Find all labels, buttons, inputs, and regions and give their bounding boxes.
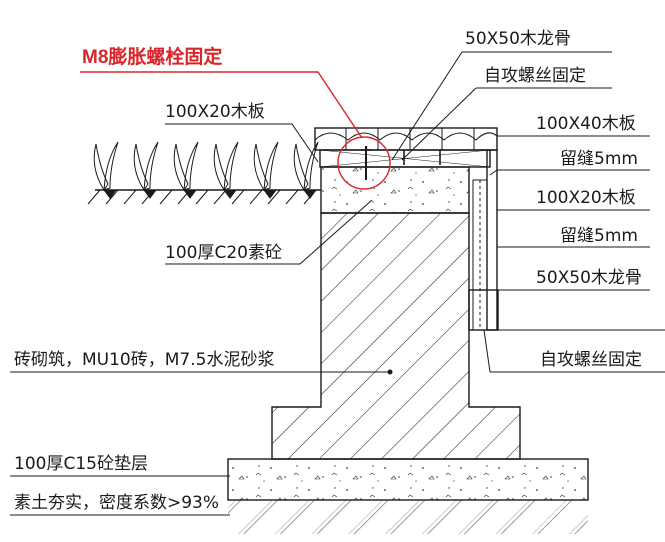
label-gap-top: 留缝5mm [560, 149, 638, 169]
bolt-highlight-circle [337, 136, 391, 190]
label-screw-top: 自攻螺丝固定 [484, 66, 586, 86]
ground-hatch [87, 189, 317, 205]
label-joist-top: 50X50木龙骨 [465, 29, 571, 49]
label-top-board: 100X40木板 [536, 114, 636, 134]
label-side-board: 100X20木板 [536, 188, 636, 208]
leader-lines [10, 51, 665, 516]
label-cushion: 100厚C15砼垫层 [14, 454, 148, 474]
cushion-layer [227, 458, 589, 501]
label-soil: 素土夯实，密度系数>93% [14, 493, 219, 513]
label-joist-side: 50X50木龙骨 [536, 268, 642, 288]
concrete-cap [320, 166, 470, 214]
side-joist [468, 289, 499, 331]
label-brick-wall: 砖砌筑，MU10砖，M7.5水泥砂浆 [14, 350, 274, 370]
grass-icon [93, 141, 319, 199]
bolt-leader [80, 71, 363, 139]
label-gap-side: 留缝5mm [560, 226, 638, 246]
brick-wall [271, 212, 521, 460]
top-joist [319, 149, 491, 168]
side-boards [472, 149, 498, 331]
label-bolt: M8膨胀螺栓固定 [82, 45, 222, 68]
compacted-soil [228, 500, 588, 534]
label-concrete-cap: 100厚C20素砼 [165, 243, 282, 263]
label-screw-side: 自攻螺丝固定 [540, 350, 642, 370]
label-deck-board: 100X20木板 [165, 102, 265, 122]
